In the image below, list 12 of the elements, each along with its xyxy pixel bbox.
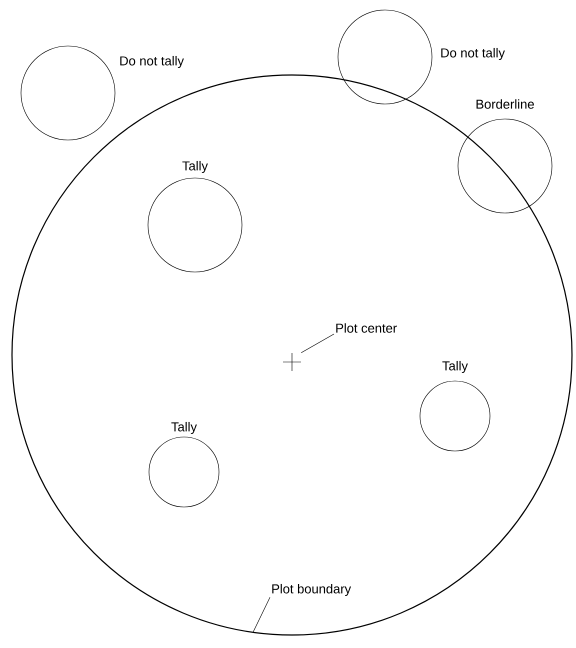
callout-label: Plot center <box>336 323 397 333</box>
circle-label: Do not tally <box>120 56 184 68</box>
plot-circle <box>11 74 573 636</box>
circle-label: Do not tally <box>441 48 505 60</box>
callout-label: Plot boundary <box>272 584 352 596</box>
circle-label: Borderline <box>476 99 534 109</box>
circle-label: Tally <box>182 160 208 174</box>
circle-label: Tally <box>442 360 468 374</box>
leader-line <box>300 334 334 354</box>
center-cross <box>283 353 301 371</box>
circle-label: Tally <box>171 422 197 434</box>
leader-line <box>252 596 270 633</box>
